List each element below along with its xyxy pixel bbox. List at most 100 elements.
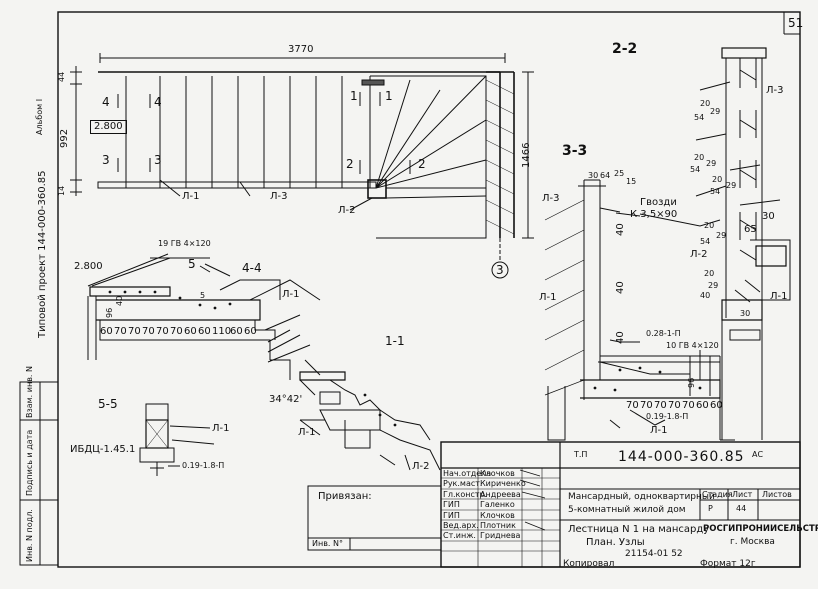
- s33-step-0: 70: [626, 400, 639, 411]
- plan-cut-3b: 3: [154, 153, 162, 167]
- s22-l2: Л-2: [690, 249, 708, 260]
- tb-sheet-value: 44: [736, 504, 747, 513]
- plan-dim-1466: 1466: [521, 142, 532, 168]
- plan-l2: Л-2: [338, 205, 356, 216]
- plan-cut-3a: 3: [102, 153, 110, 167]
- stamp-replace: Взам. инв. N: [25, 366, 34, 418]
- tb-col-sheets: Листов: [762, 490, 792, 499]
- tb-role-4: ГИП: [443, 511, 460, 520]
- s22-dim-20b: 20: [704, 269, 715, 278]
- tb-role-3: ГИП: [443, 500, 460, 509]
- tb-stage-mark: АС: [752, 450, 764, 459]
- s33-step-4: 70: [682, 400, 695, 411]
- tb-role-0: Нач.отдела: [443, 469, 492, 478]
- s11-step-9: 60: [230, 326, 243, 337]
- s33-top-64: 64: [600, 171, 611, 180]
- s22-dim-65: 65: [744, 224, 757, 235]
- s33-dim-96: 96: [687, 377, 696, 388]
- tb-sheet-2: План. Узлы: [586, 537, 645, 548]
- s22-dim-30b: 30: [740, 309, 751, 318]
- sheet-number: 51: [788, 16, 804, 30]
- s44-title: 4-4: [242, 261, 262, 275]
- s22-dim-11: 20: [704, 221, 715, 230]
- tb-col-sheet: Лист: [732, 490, 753, 499]
- tb-building-1: Мансардный, одноквартирный: [568, 492, 715, 502]
- stamp-sign: Подпись и дата: [25, 429, 34, 496]
- s33-top-30: 30: [588, 171, 599, 180]
- s33-dim-40a: 40: [615, 223, 626, 236]
- tb-role-1: Рук.маст.: [443, 479, 483, 488]
- s22-dim-4: 29: [706, 159, 717, 168]
- tb-role-6: Ст.инж.: [443, 531, 476, 540]
- s11-step-0: 60: [100, 326, 113, 337]
- tb-org-2: г. Москва: [730, 537, 775, 547]
- s22-dim-8: 54: [710, 187, 721, 196]
- tb-name-0: Клочков: [480, 469, 515, 478]
- s33-top-15: 15: [626, 177, 637, 186]
- s11-dim-96: 96: [105, 307, 114, 318]
- tb-name-6: Гриднева: [480, 531, 521, 540]
- s22-dim-6: 20: [712, 175, 723, 184]
- tb-sheet-1: Лестница N 1 на мансарду: [568, 524, 710, 535]
- tb-name-1: Кириченко: [480, 479, 526, 488]
- tb-format: Формат 12г: [700, 559, 756, 569]
- tb-binding: Привязан:: [318, 491, 372, 502]
- s22-dim-13: 54: [700, 237, 711, 246]
- s22-dim-3: 20: [694, 153, 705, 162]
- s33-l3: Л-3: [542, 193, 560, 204]
- s11-step-3: 70: [142, 326, 155, 337]
- s11-step-1: 70: [114, 326, 127, 337]
- s11-step-10: 60: [244, 326, 257, 337]
- s33-dim-40b: 40: [615, 281, 626, 294]
- tb-code: 144-000-360.85: [618, 449, 745, 465]
- series-label: Типовой проект 144-000-360.85: [37, 170, 48, 338]
- s11-dim-40: 40: [115, 295, 124, 306]
- plan-cut-2b: 2: [418, 157, 426, 171]
- s33-step-1: 70: [640, 400, 653, 411]
- s11-step-2: 70: [128, 326, 141, 337]
- tb-stage-value: Р: [708, 504, 713, 513]
- s11-step-4: 70: [156, 326, 169, 337]
- tb-name-4: Клочков: [480, 511, 515, 520]
- s33-step-3: 70: [668, 400, 681, 411]
- plan-cut-1a: 1: [350, 89, 358, 103]
- s33-step-5: 60: [696, 400, 709, 411]
- s33-title: 3-3: [562, 143, 588, 159]
- s11-l1: Л-1: [282, 289, 300, 300]
- s22-dim-29b: 29: [708, 281, 719, 290]
- s33-part-a: 0.28-1-П: [646, 329, 681, 338]
- tb-col-stage: Стадия: [702, 490, 733, 499]
- tb-building-2: 5-комнатный жилой дом: [568, 505, 686, 515]
- s11-cut-5: 5: [188, 257, 196, 271]
- plan-dim-44: 44: [57, 71, 66, 82]
- s11-step-5: 70: [170, 326, 183, 337]
- s11-l1b: Л-1: [298, 427, 316, 438]
- s22-dim-30: 30: [762, 211, 775, 222]
- s22-l3: Л-3: [766, 85, 784, 96]
- s33-step-2: 70: [654, 400, 667, 411]
- tb-code-prefix: Т.П: [574, 450, 588, 459]
- tb-role-2: Гл.констр.: [443, 490, 488, 499]
- tb-org-1: РОСГИПРОНИИСЕЛЬСТРОЙ: [703, 524, 818, 534]
- s11-step-6: 60: [184, 326, 197, 337]
- s33-part-b: 0.19-1.8-П: [646, 412, 689, 421]
- stamp-inv: Инв. N подл.: [25, 509, 34, 562]
- s11-title: 1-1: [385, 334, 405, 348]
- s22-dim-40: 40: [700, 291, 711, 300]
- s11-level: 2.800: [74, 261, 103, 272]
- s22-dim-12: 29: [716, 231, 727, 240]
- plan-dim-total: 3770: [288, 44, 314, 55]
- s11-l2: Л-2: [412, 461, 430, 472]
- album-label: Альбом I: [35, 98, 44, 135]
- s22-dim-2: 54: [694, 113, 705, 122]
- s33-nail-note: Гвозди: [640, 197, 677, 208]
- s22-dim-7: 29: [726, 181, 737, 190]
- s33-l1: Л-1: [539, 292, 557, 303]
- plan-cut-1b: 1: [385, 89, 393, 103]
- tb-role-5: Вед.арх.: [443, 521, 479, 530]
- tb-name-5: Плотник: [480, 521, 516, 530]
- s33-top-25: 25: [614, 169, 625, 178]
- plan-cut-2a: 2: [346, 157, 354, 171]
- s33-dim-40c: 40: [615, 331, 626, 344]
